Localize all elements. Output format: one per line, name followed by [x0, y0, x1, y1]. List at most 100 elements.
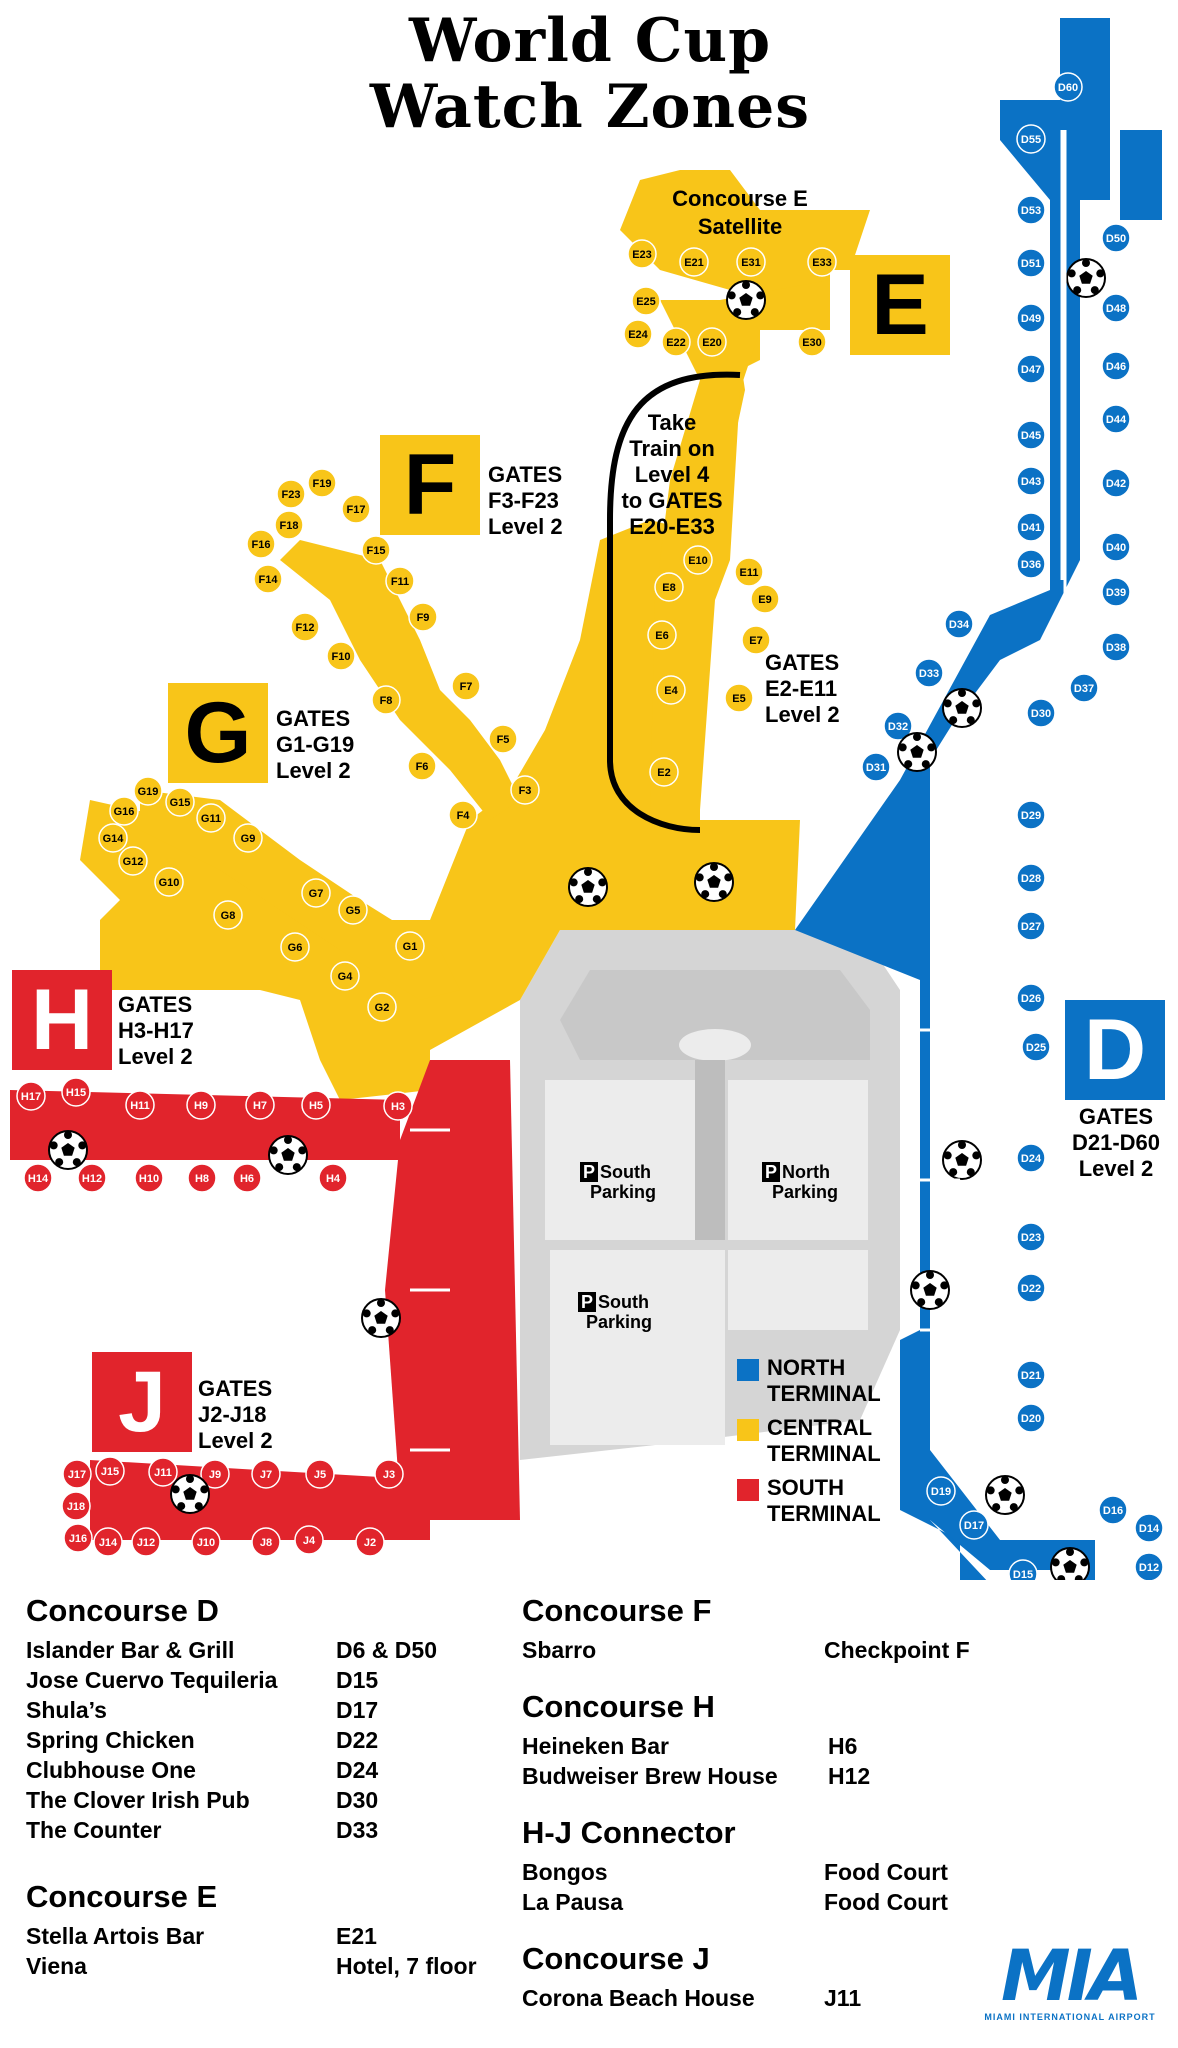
gate-marker	[341, 494, 371, 524]
gate-label: D22	[1021, 1283, 1041, 1295]
soccer-ball-icon	[170, 1474, 210, 1514]
gate-label: D31	[866, 762, 886, 774]
gate-label: D29	[1021, 810, 1041, 822]
parking-p-icon: P	[762, 1162, 780, 1182]
gate-label: J2	[364, 1537, 376, 1549]
gate-marker	[1021, 1032, 1051, 1062]
gate-label: H4	[326, 1173, 341, 1185]
gate-marker	[191, 1527, 221, 1557]
gate-marker	[1101, 351, 1131, 381]
gate-label: D39	[1106, 587, 1126, 599]
gate-label: F23	[282, 489, 301, 501]
gate-label: G19	[138, 786, 159, 798]
gate-label: D26	[1021, 993, 1041, 1005]
gate-label: G7	[309, 888, 324, 900]
gate-marker	[861, 752, 891, 782]
gate-marker	[679, 247, 709, 277]
concourse-g-arm	[140, 790, 460, 1000]
gate-marker	[661, 327, 691, 357]
gate-marker	[724, 683, 754, 713]
soccer-ball-icon	[910, 1270, 950, 1310]
gate-label: J5	[314, 1469, 326, 1481]
gate-label: H7	[253, 1100, 267, 1112]
gate-marker	[109, 796, 139, 826]
gate-label: E30	[802, 337, 822, 349]
central-terminal	[80, 170, 870, 1100]
gate-marker	[367, 992, 397, 1022]
gate-marker	[1026, 698, 1056, 728]
gate-label: F19	[313, 478, 332, 490]
gate-label: G14	[103, 833, 125, 845]
gate-marker	[125, 1090, 155, 1120]
gate-label: H3	[391, 1101, 405, 1113]
gate-marker	[233, 823, 263, 853]
gate-marker	[93, 1527, 123, 1557]
gate-marker	[1016, 863, 1046, 893]
gate-marker	[1016, 800, 1046, 830]
gate-marker	[1098, 1495, 1128, 1525]
gate-label: D53	[1021, 205, 1041, 217]
gate-marker	[488, 724, 518, 754]
gate-marker	[649, 757, 679, 787]
gate-marker	[131, 1527, 161, 1557]
gate-marker	[318, 1163, 348, 1193]
gate-label: D20	[1021, 1413, 1041, 1425]
gate-marker	[154, 867, 184, 897]
gate-label: F18	[280, 520, 299, 532]
gate-label: J14	[99, 1537, 118, 1549]
gate-marker	[276, 479, 306, 509]
gate-label: D48	[1106, 303, 1126, 315]
gate-marker	[1016, 466, 1046, 496]
gate-label: E31	[741, 257, 761, 269]
gate-marker	[1016, 124, 1046, 154]
gate-label: D15	[1013, 1569, 1033, 1580]
gate-marker	[510, 775, 540, 805]
concourse-e-gates-label: GATES E2-E11 Level 2	[765, 650, 840, 727]
gate-label: J8	[260, 1537, 272, 1549]
gate-label: D38	[1106, 642, 1126, 654]
gate-marker	[301, 878, 331, 908]
gate-label: G8	[221, 910, 236, 922]
concourse-e-letter: E	[871, 257, 929, 353]
gate-label: H12	[82, 1173, 102, 1185]
gate-label: E21	[684, 257, 704, 269]
gate-label: E8	[662, 582, 675, 594]
gate-marker	[133, 776, 163, 806]
gate-marker	[654, 572, 684, 602]
gate-label: E20	[702, 337, 722, 349]
gate-marker	[294, 1525, 324, 1555]
gate-marker	[1016, 303, 1046, 333]
gate-marker	[944, 609, 974, 639]
gate-marker	[62, 1459, 92, 1489]
gate-label: E4	[664, 685, 678, 697]
concourse-d-block	[1065, 1000, 1165, 1100]
gate-label: G9	[241, 833, 256, 845]
gate-marker	[301, 1090, 331, 1120]
gate-label: E22	[666, 337, 686, 349]
gate-label: F17	[347, 504, 366, 516]
train-note: Take Train on Level 4 to GATES E20-E33	[621, 410, 723, 539]
gate-label: G12	[123, 856, 144, 868]
gate-marker	[77, 1163, 107, 1193]
north-terminal	[795, 18, 1162, 1580]
gate-label: D46	[1106, 361, 1126, 373]
gate-marker	[926, 1476, 956, 1506]
gate-marker	[959, 1510, 989, 1540]
legend-south-swatch	[737, 1479, 759, 1501]
gate-label: E2	[657, 767, 670, 779]
gate-label: F14	[259, 574, 279, 586]
gate-marker	[741, 625, 771, 655]
gate-marker	[736, 247, 766, 277]
gate-label: F15	[367, 545, 386, 557]
